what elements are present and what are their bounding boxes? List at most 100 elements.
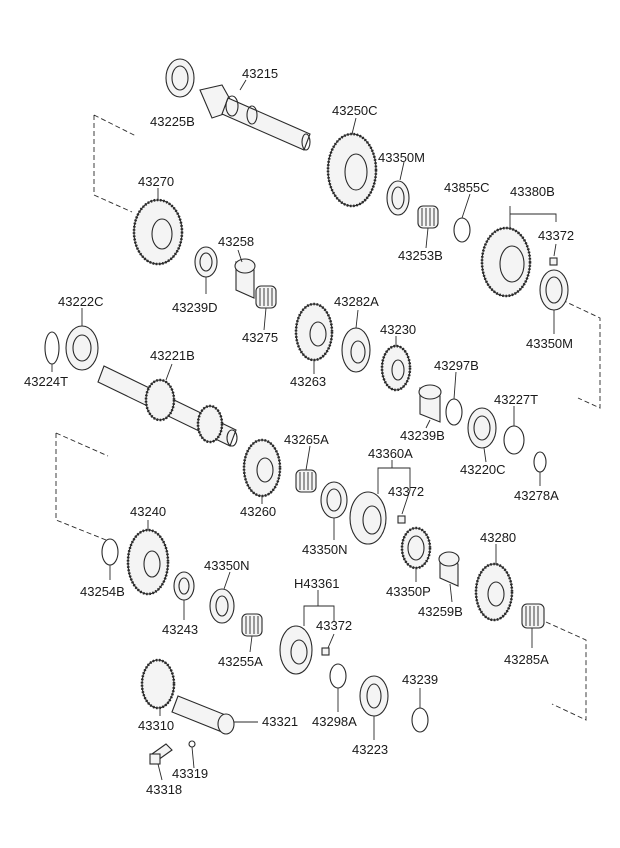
ring-43350P [400,526,432,570]
label-43224T: 43224T [24,374,68,389]
label-43250C: 43250C [332,103,378,118]
guide-line-right-top [561,299,601,409]
shaft-43221B [97,365,238,447]
part-labels: 43225B 43215 43250C 43350M 43855C 43380B… [24,66,574,797]
label-43223: 43223 [352,742,388,757]
shaft-43215 [199,84,311,151]
sleeve-43258 [234,258,256,299]
key-43372-low [321,647,330,656]
label-43360A: 43360A [368,446,413,461]
sleeve-43259B [438,551,460,587]
gear-43282A [341,327,371,373]
guide-line-left-top [93,114,137,213]
snap-ring-43855C [453,217,471,243]
label-43227T: 43227T [494,392,538,407]
needle-bearing-43255A [241,613,263,637]
label-43298A: 43298A [312,714,357,729]
label-43372-top: 43372 [538,228,574,243]
label-43230: 43230 [380,322,416,337]
label-43270: 43270 [138,174,174,189]
label-43263: 43263 [290,374,326,389]
label-43239: 43239 [402,672,438,687]
label-43285A: 43285A [504,652,549,667]
label-43222C: 43222C [58,294,104,309]
bearing-43225B [165,58,195,98]
label-43297B: 43297B [434,358,479,373]
ring-43239D [194,246,218,278]
needle-bearing-43265A [295,469,317,493]
bearing-43220C [467,407,497,449]
washer-43319 [188,740,196,748]
guide-line-right-low [545,621,587,721]
leader-lines [51,79,557,781]
label-43310: 43310 [138,718,174,733]
label-43380B: 43380B [510,184,555,199]
label-43240: 43240 [130,504,166,519]
gear-43310 [140,658,176,710]
label-43220C: 43220C [460,462,506,477]
washer-43254B [101,538,119,566]
bearing-43222C [65,325,99,371]
gear-43250C [326,132,378,208]
sleeve-43239B [418,384,442,423]
label-43855C: 43855C [444,180,490,195]
label-43372-low: 43372 [316,618,352,633]
washer-43239 [411,707,429,733]
gear-43280 [474,562,514,622]
label-43282A: 43282A [334,294,379,309]
label-43215: 43215 [242,66,278,81]
ring-43243 [173,571,195,601]
key-43372-mid [397,515,406,524]
shim-43227T [503,425,525,455]
label-43260: 43260 [240,504,276,519]
ring-43297B [445,398,463,426]
label-43239B: 43239B [400,428,445,443]
label-43239D: 43239D [172,300,218,315]
ring-43350N-mid [320,481,348,519]
needle-bearing-43253B [417,205,439,229]
ring-43350M-top [386,180,410,216]
label-43265A: 43265A [284,432,329,447]
snap-ring-43278A [533,451,547,473]
needle-bearing-43275 [255,285,277,309]
gear-43230 [380,344,412,392]
label-43350M-top: 43350M [378,150,425,165]
bolt-43318 [149,743,173,765]
label-43321: 43321 [262,714,298,729]
label-43254B: 43254B [80,584,125,599]
label-43350P: 43350P [386,584,431,599]
needle-bearing-43285A [521,603,545,629]
ring-43350M-right [539,269,569,311]
label-43275: 43275 [242,330,278,345]
gear-43260 [242,438,282,498]
label-43253B: 43253B [398,248,443,263]
key-43372-top [549,257,558,266]
label-43280: 43280 [480,530,516,545]
label-43278A: 43278A [514,488,559,503]
label-43350N-mid: 43350N [302,542,348,557]
gear-43263 [294,302,334,362]
shim-43298A [329,663,347,689]
gear-43240 [126,528,170,596]
bearing-43223 [359,675,389,717]
label-43221B: 43221B [150,348,195,363]
gear-43270 [132,198,184,266]
label-43243: 43243 [162,622,198,637]
synchro-hub-43380B [480,226,532,298]
label-H43361: H43361 [294,576,340,591]
label-43225B: 43225B [150,114,195,129]
label-43319: 43319 [172,766,208,781]
guide-line-left-mid [55,432,109,541]
ring-43350N-low [209,588,235,624]
label-43255A: 43255A [218,654,263,669]
snap-ring-43224T [44,331,60,365]
label-43258: 43258 [218,234,254,249]
label-43259B: 43259B [418,604,463,619]
label-43372-mid: 43372 [388,484,424,499]
label-43318: 43318 [146,782,182,797]
synchro-hub-43360A [349,491,387,545]
label-43350M-right: 43350M [526,336,573,351]
shaft-43321 [171,695,235,735]
